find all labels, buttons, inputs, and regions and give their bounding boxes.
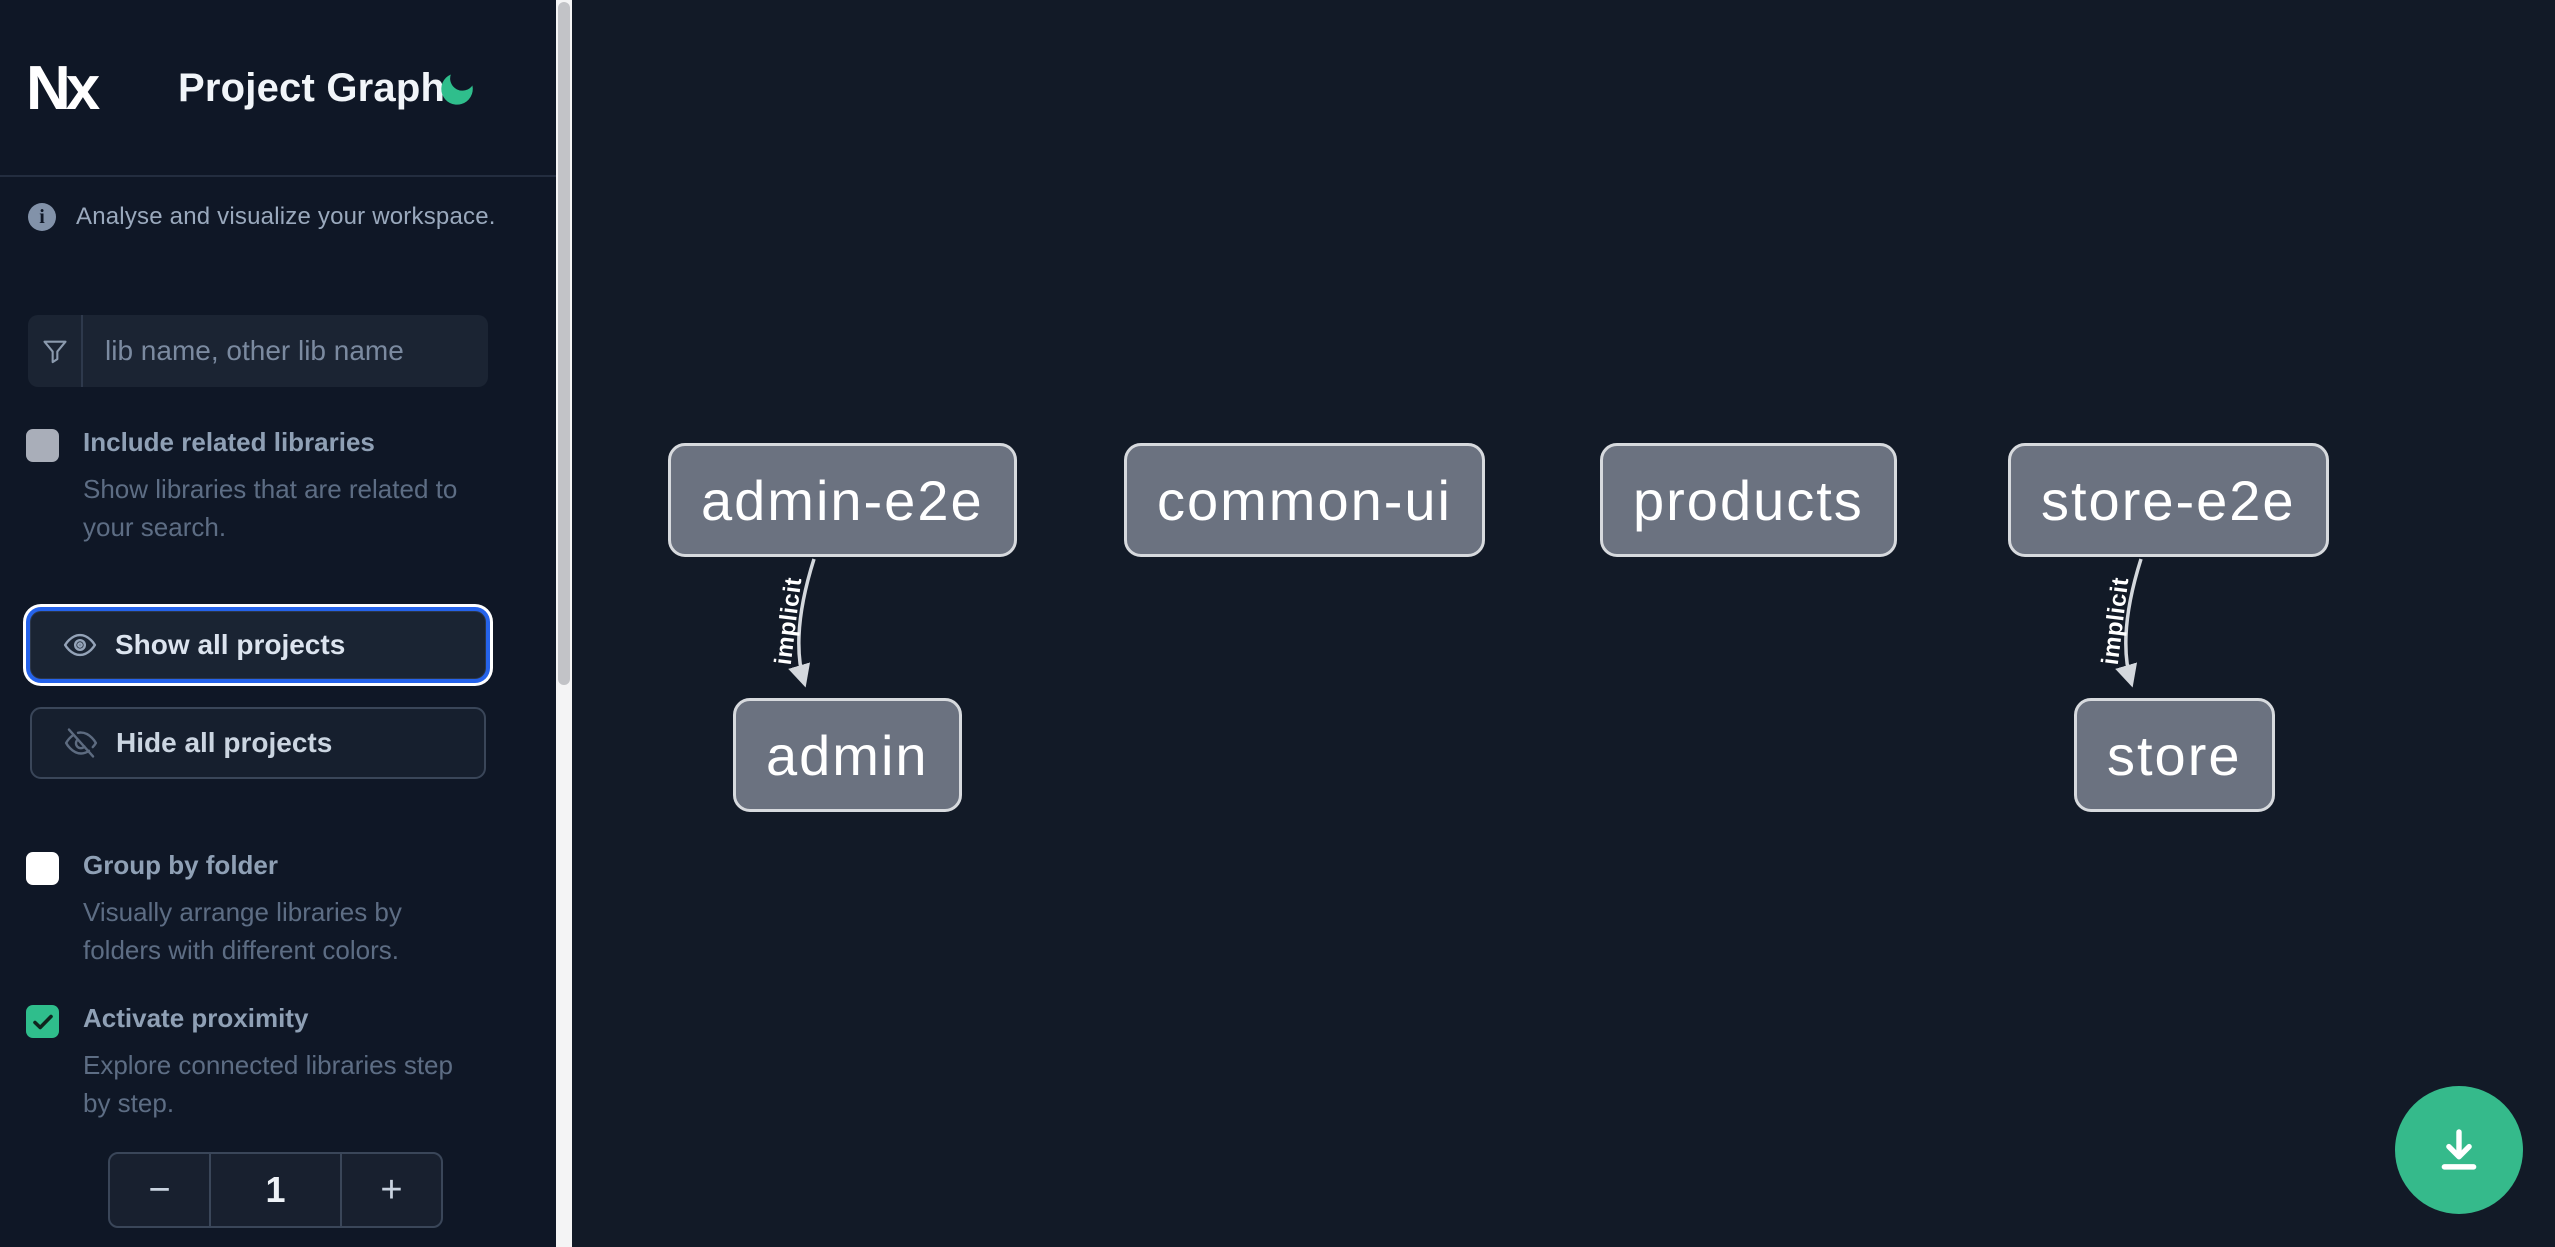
toggle-include-related[interactable]: Include related libraries Show libraries… — [26, 427, 496, 546]
info-text: Analyse and visualize your workspace. — [76, 203, 496, 230]
edge-admin-e2e-to-admin[interactable]: implicit — [770, 558, 816, 688]
graph-node-store[interactable]: store — [2074, 698, 2275, 812]
graph-node-admin[interactable]: admin — [733, 698, 962, 812]
info-icon: i — [28, 203, 56, 231]
toggle-label: Group by folder — [83, 850, 278, 880]
checkbox-activate-proximity[interactable] — [26, 1005, 59, 1038]
checkbox-include-related[interactable] — [26, 429, 59, 462]
sidebar-header: Nx Project Graph — [0, 0, 556, 177]
workspace-info: i Analyse and visualize your workspace. — [28, 203, 496, 231]
graph-edges: implicit implicit — [770, 558, 2143, 688]
download-graph-button[interactable] — [2395, 1086, 2523, 1214]
theme-toggle-button[interactable] — [436, 68, 478, 110]
toggle-activate-proximity[interactable]: Activate proximity Explore connected lib… — [26, 1003, 496, 1122]
search-box — [28, 315, 488, 387]
sidebar: Nx Project Graph i Analyse and visualize… — [0, 0, 556, 1247]
toggle-description: Explore connected libraries step by step… — [83, 1050, 453, 1118]
edge-label: implicit — [770, 576, 808, 667]
edge-store-e2e-to-store[interactable]: implicit — [2097, 558, 2143, 688]
nx-logo-text: Nx — [26, 53, 100, 123]
search-input[interactable] — [83, 315, 488, 387]
edge-label: implicit — [2097, 576, 2135, 667]
hide-all-projects-label: Hide all projects — [116, 727, 333, 758]
moon-icon — [441, 74, 473, 105]
graph-node-common-ui[interactable]: common-ui — [1124, 443, 1485, 557]
toggle-group-by-folder[interactable]: Group by folder Visually arrange librari… — [26, 850, 496, 969]
toggle-description: Show libraries that are related to your … — [83, 474, 458, 542]
proximity-stepper: − 1 + — [108, 1152, 443, 1228]
page-title: Project Graph — [178, 66, 446, 110]
filter-funnel-icon — [28, 315, 83, 387]
graph-node-products[interactable]: products — [1600, 443, 1897, 557]
checkbox-group-by-folder[interactable] — [26, 852, 59, 885]
show-all-projects-label: Show all projects — [115, 629, 346, 660]
project-graph-canvas[interactable]: implicit implicit admin-e2e common-ui pr… — [572, 0, 2555, 1247]
toggle-label: Activate proximity — [83, 1003, 309, 1033]
sidebar-scrollbar-track[interactable] — [556, 0, 572, 1247]
proximity-increment-button[interactable]: + — [342, 1154, 441, 1226]
nx-logo: Nx — [26, 52, 122, 124]
eye-off-icon — [64, 726, 98, 760]
proximity-decrement-button[interactable]: − — [110, 1154, 209, 1226]
hide-all-projects-button[interactable]: Hide all projects — [30, 707, 486, 779]
graph-node-store-e2e[interactable]: store-e2e — [2008, 443, 2329, 557]
graph-node-admin-e2e[interactable]: admin-e2e — [668, 443, 1017, 557]
sidebar-scrollbar-thumb[interactable] — [558, 2, 570, 685]
eye-icon — [63, 628, 97, 662]
toggle-label: Include related libraries — [83, 427, 375, 457]
check-icon — [32, 1014, 53, 1029]
download-icon — [2441, 1129, 2477, 1170]
toggle-description: Visually arrange libraries by folders wi… — [83, 897, 402, 965]
proximity-value: 1 — [209, 1154, 342, 1226]
show-all-projects-button[interactable]: Show all projects — [30, 611, 486, 679]
